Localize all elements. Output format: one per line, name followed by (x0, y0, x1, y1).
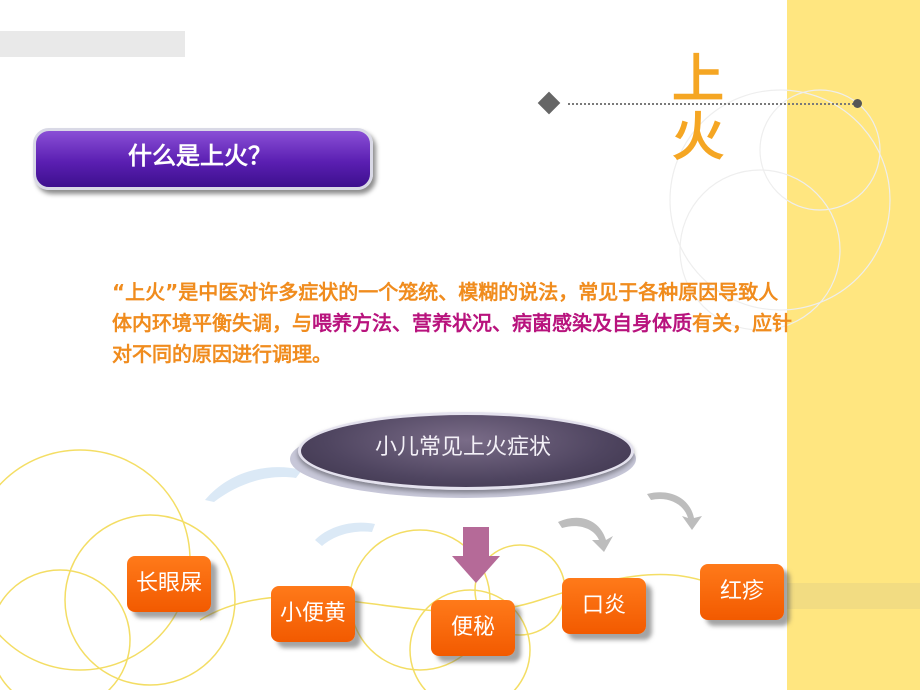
question-heading: 什么是上火？ (128, 142, 272, 170)
definition-paragraph: “上火”是中医对许多症状的一个笼统、模糊的说法，常见于各种原因导致人体内环境平衡… (112, 277, 792, 370)
center-ellipse-label: 小儿常见上火症状 (374, 435, 551, 460)
title-char-top: 上 (671, 50, 724, 110)
dotted-divider (568, 103, 858, 105)
line-end-dot-icon (853, 99, 862, 108)
symptom-box-5: 红疹 (700, 564, 784, 620)
question-pill-background (33, 128, 373, 190)
symptom-box-3: 便秘 (431, 600, 515, 656)
paragraph-text-part-3: 有关，应针对不同的原因进行调理。 (112, 311, 792, 366)
right-band-stripe (787, 583, 920, 609)
paragraph-highlight: 喂养方法、营养状况、病菌感染及自身体质 (312, 311, 692, 335)
symptom-box-1: 长眼屎 (127, 556, 211, 612)
symptom-box-4: 口炎 (562, 578, 646, 634)
symptom-box-2: 小便黄 (271, 586, 355, 642)
paragraph-text-part-1: “上火”是中医对许多症状的一个笼统、模糊的说法，常见于各种原因导致人体内环境平衡… (112, 280, 779, 335)
center-ellipse (298, 412, 634, 490)
right-decorative-band (787, 0, 920, 690)
title-char-bottom: 火 (671, 108, 724, 168)
top-decorative-bar (0, 31, 185, 57)
